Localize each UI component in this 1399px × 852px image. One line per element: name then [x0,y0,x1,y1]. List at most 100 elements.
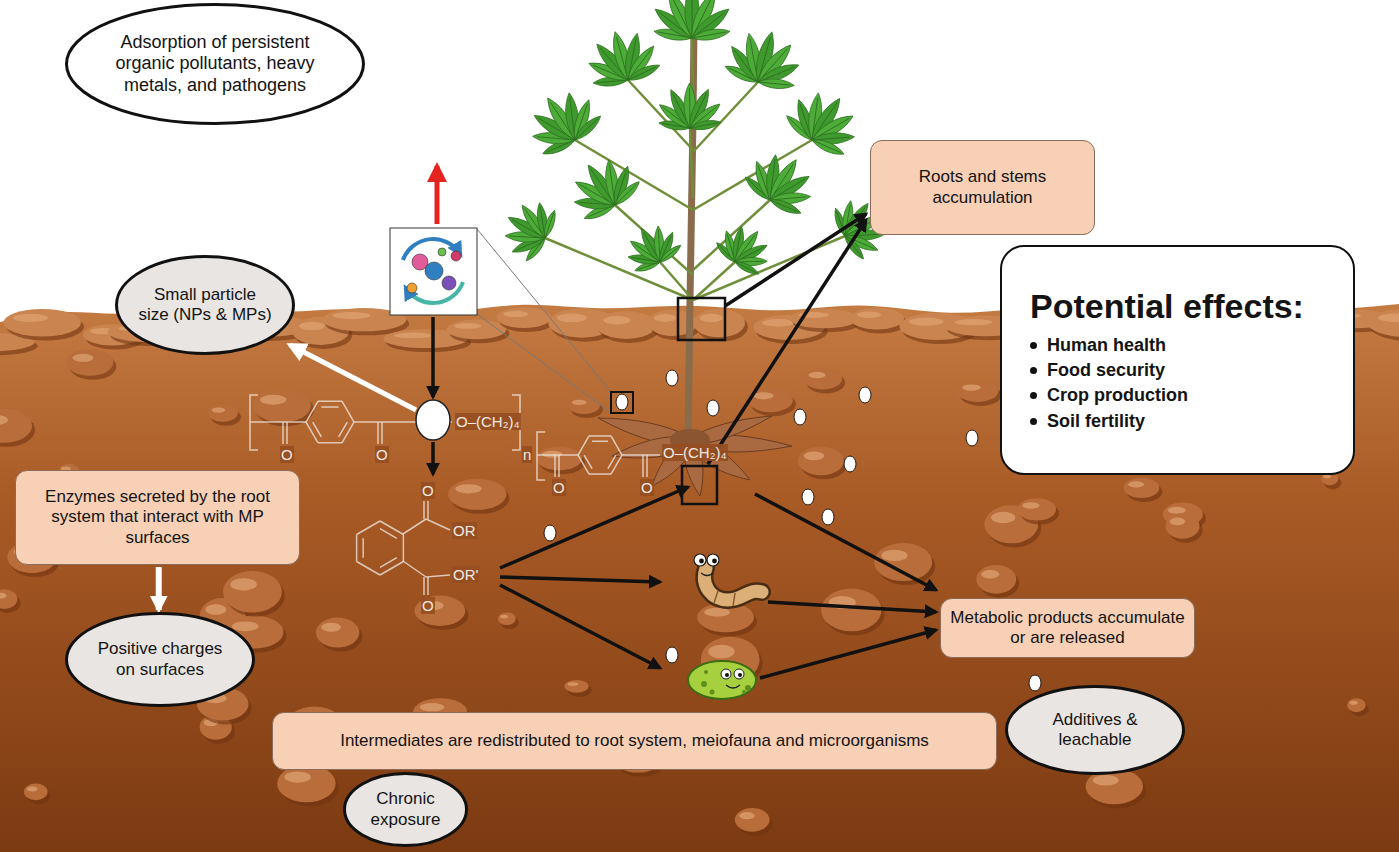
chemical-structure [306,401,318,422]
cassava-plant [615,184,637,205]
text-block: Metabolic products accumulate or are rel… [950,608,1185,649]
cassava-plant [812,140,841,153]
flow-arrow [500,577,660,582]
soil-rocks [693,309,745,338]
earthworm [707,554,719,566]
box-text: Roots and stems accumulation [880,167,1085,208]
flow-arrow [500,487,688,568]
cassava-plant [810,136,846,158]
chemical-structure [403,535,405,562]
box-text: Adsorption of persistent organic polluta… [101,32,329,97]
soil-rocks [1018,498,1057,520]
chemical-structure [381,422,383,444]
soil-rocks [850,308,904,330]
cassava-plant [628,67,657,80]
chemical-structure [318,400,342,402]
cassava-plant [688,5,732,43]
box-text: Chronic exposure [358,789,453,830]
text-row: Food security [1030,358,1325,383]
soil-rocks [857,312,881,319]
highlight-square [678,298,725,340]
highlight-square [477,314,611,413]
pollutant-icon [407,283,417,293]
soil-rocks [1165,513,1199,539]
chemical-structure [537,454,557,456]
cassava-plant [768,196,802,217]
process-box: Intermediates are redistributed to root … [272,712,997,770]
microplastic-particles [802,489,814,505]
chemical-structure [286,422,288,444]
soil-rocks [205,604,226,615]
cassava-plant [572,113,604,143]
effects-box: Potential effects:Human healthFood secur… [1000,245,1355,475]
cassava-plant [612,179,642,208]
bullet-text: Human health [1047,333,1166,358]
soil-rocks [1168,507,1186,514]
cassava-plant [689,118,721,132]
soil-rocks [1128,481,1144,487]
chemical-label: O [552,479,566,496]
callout-oval: Adsorption of persistent organic polluta… [65,3,365,125]
cassava-plant [689,118,721,132]
soil-rocks [1347,698,1366,712]
text-row: Human health [1030,333,1325,358]
bullet-dot [1030,392,1037,399]
soil-rocks [804,451,825,460]
cassava-plant [660,262,693,300]
chemical-label: O–(CH₂)₄ [662,444,728,461]
text-block: Adsorption of persistent organic polluta… [101,32,329,97]
microplastic-particles [416,400,450,440]
cassava-plant [768,196,802,217]
soil-rocks [1022,502,1039,509]
microplastic-particles [616,394,628,410]
chemical-structure [608,455,616,469]
bacterium [701,681,707,687]
bullet-dot [1030,367,1037,374]
text-row: Enzymes secreted by the root system that… [25,487,290,548]
soil-rocks [909,318,943,326]
soil-rocks [603,316,630,324]
soil-rocks [1124,478,1160,498]
property-oval: Positive charges on surfaces [65,612,255,707]
soil-rocks [564,680,588,693]
soil-rocks [0,409,32,443]
chemical-structure [285,421,306,423]
soil-rocks [790,309,858,329]
chemical-label: O [421,597,435,614]
flow-arrow [768,602,936,612]
soil-rocks [881,550,907,561]
bacterium [710,690,715,695]
chemical-structure [578,436,589,455]
chemical-structure [342,401,354,422]
flow-arrow [500,585,660,668]
earthworm [701,573,713,576]
cassava-plant [572,113,604,143]
ellipse-outline [117,257,294,354]
property-oval: Additives & leachable [1005,685,1185,775]
pollutant-icon [442,276,456,290]
pollutant-icon [390,228,477,315]
text-block: Small particle size (NPs & MPs) [137,285,274,326]
chemical-structure [584,455,592,469]
text-row: Roots and stems accumulation [880,167,1085,208]
soil-rocks [394,333,432,339]
soil-rocks [333,312,371,319]
text-row: Metabolic products accumulate or are rel… [950,608,1185,649]
soil-rocks [1170,518,1185,526]
flow-arrow [755,494,936,590]
chemical-structure [646,455,648,477]
soil-rocks [253,389,311,422]
chemical-structure [611,436,622,455]
cassava-plant [541,209,558,239]
soil-rocks [753,392,773,399]
bacterium [688,661,756,699]
soil-rocks [1349,701,1357,705]
earthworm [704,568,762,600]
soil-rocks [1093,775,1119,786]
earthworm [712,559,717,564]
soil-rocks [981,570,999,579]
soil-rocks [321,623,341,632]
soil-rocks [735,808,770,832]
pollutant-icon [425,262,443,280]
microplastic-particles [822,509,834,525]
